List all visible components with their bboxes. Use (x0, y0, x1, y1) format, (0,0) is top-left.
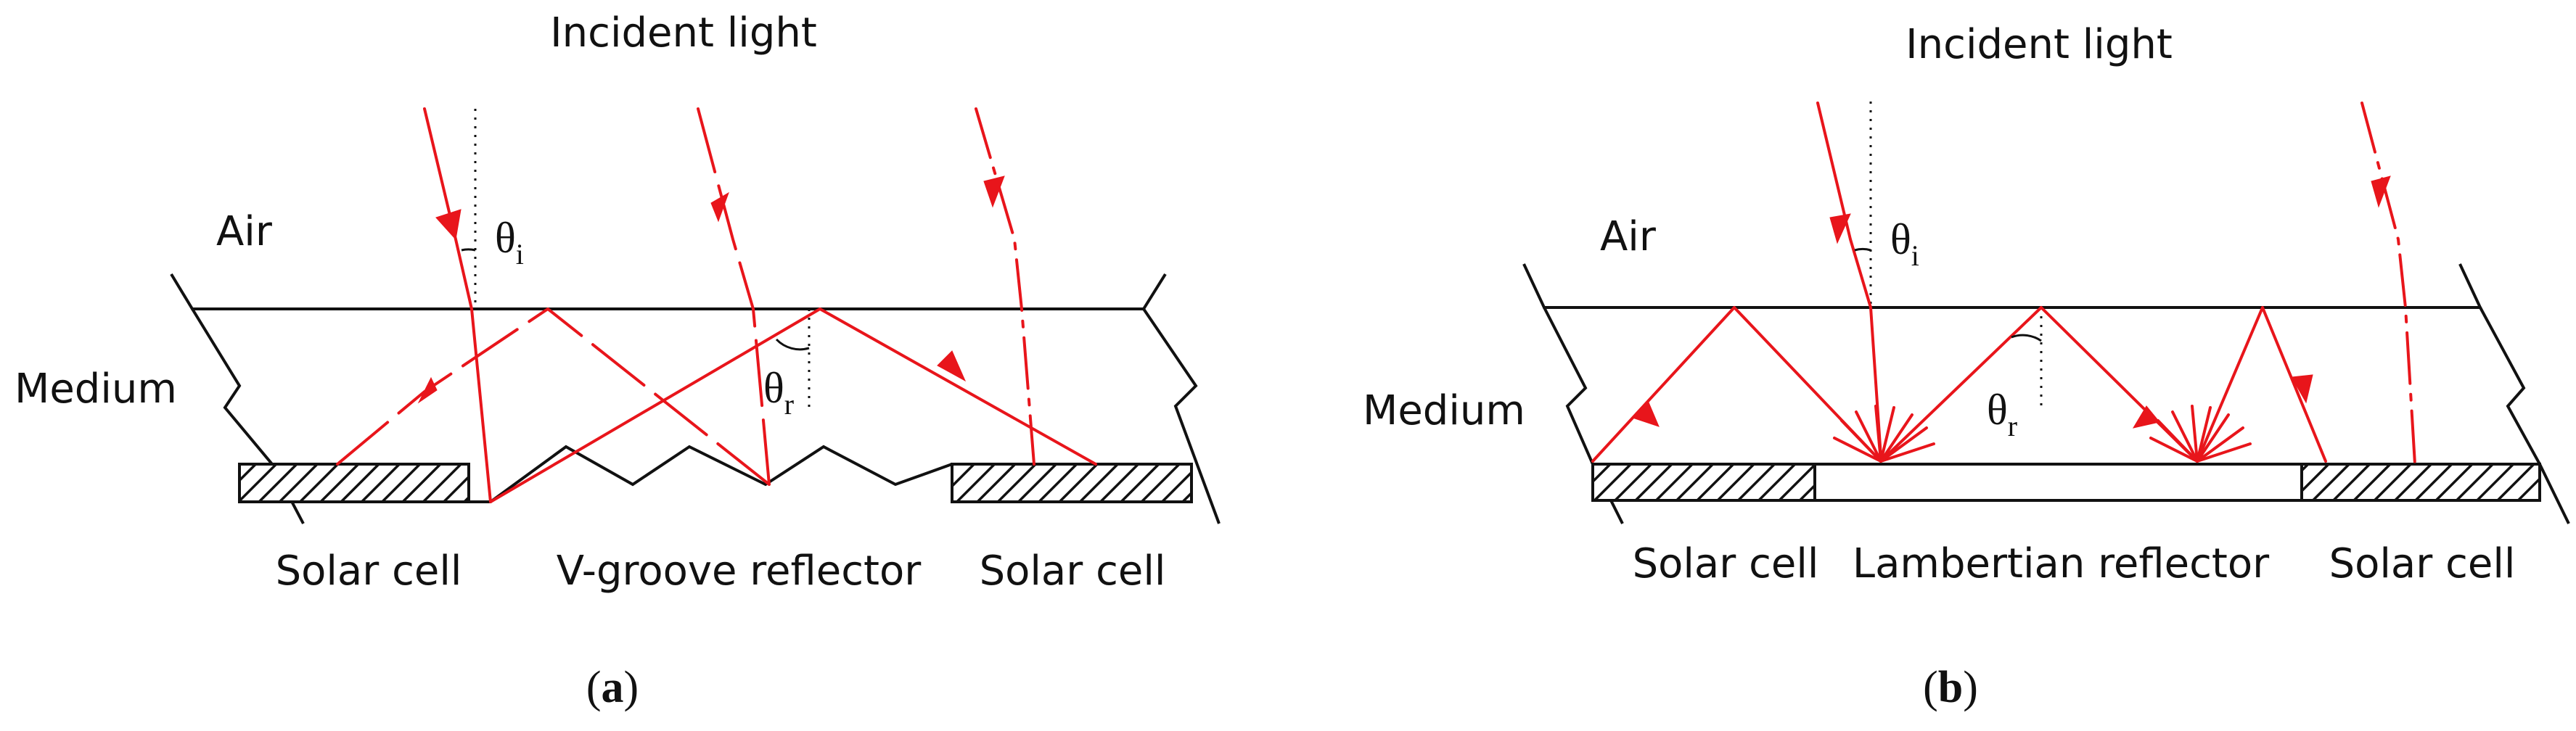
panel-b-caption-open: ( (1923, 663, 1938, 712)
panel-a-medium-label: Medium (15, 366, 177, 413)
panel-b-medium-label: Medium (1363, 387, 1525, 434)
panel-b-angle-r-arc (2011, 334, 2042, 342)
panel-a: Incident light Air Medium (15, 9, 1221, 712)
panel-a-title: Incident light (550, 9, 817, 57)
panel-b-theta-r: θr (1987, 386, 2017, 442)
panel-b-angle-i-arc (1854, 248, 1871, 252)
panel-b-caption-close: ) (1963, 663, 1978, 712)
panel-b-air-label: Air (1600, 213, 1657, 260)
panel-a-ray-2-arrow (710, 191, 729, 223)
panel-b-scatter-fan-1 (1833, 405, 1935, 463)
panel-a-ray-2b-arrow (417, 376, 438, 404)
panel-a-ray-1 (423, 107, 1097, 503)
panel-a-theta-i-sub: i (516, 238, 524, 270)
panel-a-reflector-label: V-groove reflector (557, 548, 922, 595)
panel-a-theta-r-symbol: θ (763, 364, 784, 412)
panel-a-ray-2 (697, 107, 771, 486)
panel-a-angle-r-arc (775, 338, 810, 351)
panel-a-solar-cell-left (238, 463, 470, 503)
panel-b-scatter-fan-2 (2149, 405, 2252, 463)
panel-a-caption-open: ( (586, 663, 602, 712)
panel-b-theta-i-symbol: θ (1890, 215, 1911, 263)
panel-a-ray-2b (336, 307, 771, 486)
panel-b-caption-letter: b (1938, 663, 1963, 712)
panel-a-caption: (a) (586, 663, 639, 712)
panel-a-rays (336, 107, 1097, 503)
panel-b-ray-1 (1816, 102, 1882, 458)
panel-a-theta-i-symbol: θ (495, 214, 516, 262)
panel-b-rays (1591, 102, 2416, 466)
panel-a-theta-i: θi (495, 214, 524, 270)
panel-b-ray-5 (2360, 102, 2416, 466)
panel-a-v-groove-reflector (467, 445, 953, 503)
panel-a-caption-close: ) (624, 663, 639, 712)
panel-a-solar-cell-right-label: Solar cell (980, 548, 1166, 595)
panel-b-reflector-label: Lambertian reflector (1853, 540, 2270, 587)
panel-a-air-label: Air (216, 208, 273, 255)
panel-a-solar-cell-left-label: Solar cell (276, 548, 462, 595)
panel-b-ray-4-arrow (2291, 374, 2313, 404)
panel-a-ray-3-arrow (983, 175, 1005, 208)
panel-b-ray-3-arrow (2132, 405, 2160, 429)
panel-b-theta-r-sub: r (2008, 410, 2017, 442)
panel-b-ray-5-arrow (2371, 175, 2391, 208)
panel-b-theta-i: θi (1890, 215, 1919, 272)
panel-b-solar-cell-right (2300, 463, 2541, 502)
panel-a-angle-i-arc (461, 248, 476, 252)
panel-b: Incident light Air Medium (1363, 21, 2570, 712)
panel-b-solar-cell-right-label: Solar cell (2329, 540, 2516, 587)
panel-a-solar-cell-right (951, 463, 1193, 503)
panel-a-caption-letter: a (602, 663, 624, 712)
panel-b-caption: (b) (1923, 663, 1978, 712)
panel-a-theta-r-sub: r (784, 388, 794, 421)
panel-b-theta-r-symbol: θ (1987, 386, 2008, 434)
panel-a-ray-1-arrow-b (937, 350, 967, 382)
panel-a-theta-r: θr (763, 364, 794, 421)
panel-a-ray-3 (975, 107, 1035, 466)
panel-b-ray-2-arrow (1632, 402, 1660, 427)
panel-b-solar-cell-left-label: Solar cell (1633, 540, 1819, 587)
panel-b-lambertian-reflector (1813, 463, 2303, 502)
panel-b-ray-2 (1591, 306, 1882, 463)
panel-b-ray-1-arrow (1829, 213, 1851, 244)
panel-b-theta-i-sub: i (1911, 239, 1919, 272)
panel-b-ray-4 (2196, 306, 2327, 463)
panel-a-ray-1-arrow (435, 209, 462, 241)
panel-b-title: Incident light (1906, 21, 2173, 68)
panel-b-solar-cell-left (1591, 463, 1816, 502)
